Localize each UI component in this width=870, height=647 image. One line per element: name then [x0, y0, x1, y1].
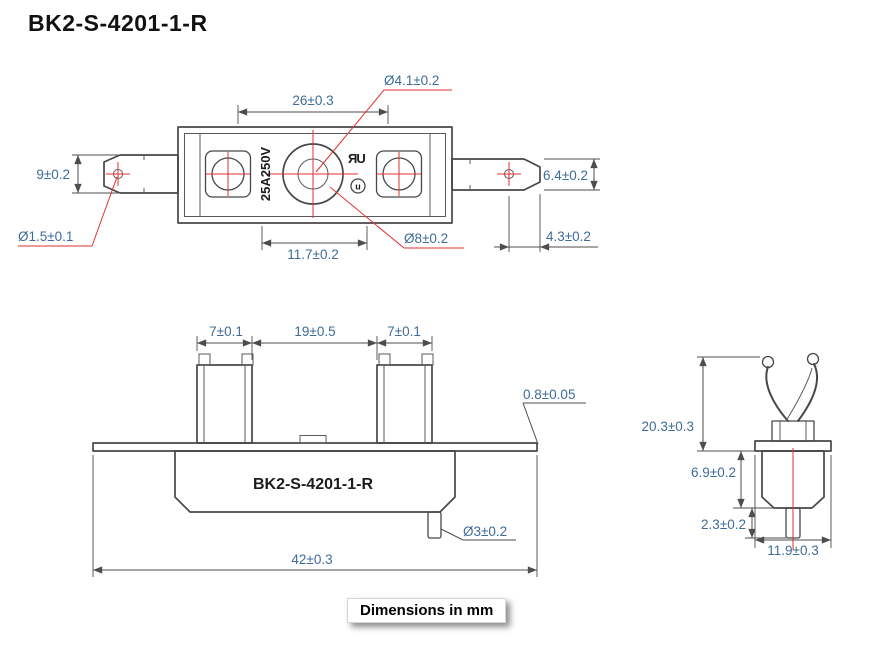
- part-number-label: BK2-S-4201-1-R: [253, 476, 373, 493]
- top-view: 25A250V ЯU u 26±0.3 Ø4.1±0.2: [18, 73, 600, 262]
- dim-26: 26±0.3: [237, 93, 389, 124]
- dim-label-6-9: 6.9±0.2: [691, 465, 736, 480]
- dim-label-20-3: 20.3±0.3: [642, 419, 694, 434]
- dim-label-42: 42±0.3: [291, 552, 332, 567]
- dim-hole-8: Ø8±0.2: [329, 186, 464, 249]
- dim-label-0-8: 0.8±0.05: [523, 387, 575, 402]
- dim-label-11-7: 11.7±0.2: [287, 247, 338, 262]
- dim-label-hole-8: Ø8±0.2: [404, 231, 448, 246]
- dim-chain-top: 7±0.1 19±0.5 7±0.1: [196, 324, 433, 360]
- dim-0-8: 0.8±0.05: [522, 387, 586, 445]
- dim-42: 42±0.3: [92, 455, 538, 577]
- dim-label-7-left: 7±0.1: [209, 324, 243, 339]
- rating-label: 25A250V: [258, 147, 273, 202]
- dim-4-3: 4.3±0.2: [494, 194, 598, 252]
- dim-9: 9±0.2: [36, 154, 118, 194]
- dim-6-4: 6.4±0.2: [543, 158, 600, 191]
- units-note: Dimensions in mm: [347, 598, 507, 623]
- dim-label-7-right: 7±0.1: [387, 324, 421, 339]
- dim-label-19: 19±0.5: [294, 324, 335, 339]
- dim-2-3: 2.3±0.2: [701, 508, 786, 539]
- dim-hole-3: Ø3±0.2: [440, 524, 516, 541]
- dim-label-2-3: 2.3±0.2: [701, 517, 746, 532]
- dim-hole-4-1: Ø4.1±0.2: [315, 73, 452, 173]
- ul-recognized-icon: ЯU: [348, 151, 365, 166]
- dim-label-11-9: 11.9±0.3: [767, 543, 818, 558]
- dim-label-9: 9±0.2: [36, 167, 70, 182]
- front-view: BK2-S-4201-1-R 7±0.1 19±0.5 7±0.1 0.8±0.…: [92, 324, 586, 577]
- page-title: BK2-S-4201-1-R: [28, 10, 208, 36]
- dim-label-6-4: 6.4±0.2: [543, 168, 588, 183]
- top-view-centerlines: [106, 130, 521, 218]
- dim-6-9: 6.9±0.2: [691, 451, 774, 509]
- dim-label-4-3: 4.3±0.2: [546, 229, 591, 244]
- dim-11-7: 11.7±0.2: [261, 226, 368, 262]
- dim-20-3: 20.3±0.3: [642, 356, 760, 452]
- dim-11-9: 11.9±0.3: [754, 455, 832, 558]
- dim-label-hole-4-1: Ø4.1±0.2: [384, 73, 439, 88]
- dim-label-26: 26±0.3: [292, 93, 333, 108]
- certification-icon-letter: u: [355, 182, 361, 192]
- dim-label-hole-3: Ø3±0.2: [463, 524, 507, 539]
- dim-label-hole-1-5: Ø1.5±0.1: [18, 229, 73, 244]
- top-view-part-outline: [103, 126, 541, 224]
- front-view-part-outline: [92, 353, 538, 539]
- dim-hole-1-5: Ø1.5±0.1: [18, 176, 118, 247]
- side-view-part-outline: [754, 352, 832, 550]
- side-view: 20.3±0.3 6.9±0.2 2.3±0.2 11.9±0.3: [642, 352, 832, 558]
- certification-icon: [350, 178, 366, 194]
